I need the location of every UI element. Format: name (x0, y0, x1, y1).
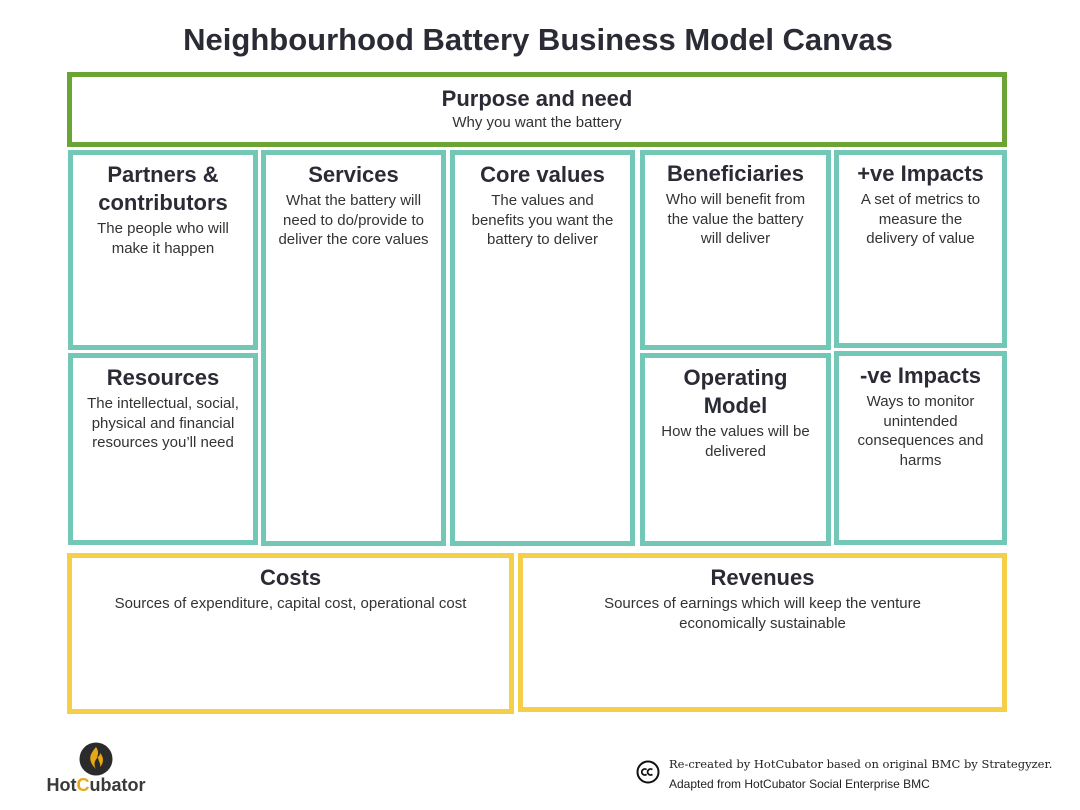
logo-wordmark: HotCubator (44, 775, 148, 796)
positive-impacts-block[interactable]: +ve Impacts A set of metrics to measure … (834, 150, 1007, 348)
beneficiaries-subtitle: Who will benefit from the value the batt… (665, 191, 806, 247)
negative-impacts-block[interactable]: -ve Impacts Ways to monitor unintended c… (834, 351, 1007, 545)
credit-line-2: Adapted from HotCubator Social Enterpris… (669, 777, 930, 791)
negative-impacts-heading: -ve Impacts (859, 363, 982, 388)
partners-heading-line2: contributors (98, 190, 228, 215)
canvas-title: Neighbourhood Battery Business Model Can… (183, 22, 893, 57)
hotcubator-logo: HotCubator (44, 742, 148, 796)
resources-subtitle: The intellectual, social, physical and f… (87, 395, 239, 451)
core-values-heading: Core values (480, 162, 605, 187)
operating-model-subtitle: How the values will be delivered (661, 423, 810, 460)
revenues-subtitle: Sources of earnings which will keep the … (604, 595, 921, 632)
negative-impacts-subtitle: Ways to monitor unintended consequences … (857, 393, 984, 469)
flame-icon (79, 742, 113, 776)
costs-block[interactable]: Costs Sources of expenditure, capital co… (67, 553, 514, 714)
creative-commons-icon (636, 760, 660, 784)
beneficiaries-heading: Beneficiaries (667, 161, 804, 186)
revenues-heading: Revenues (710, 565, 815, 590)
partners-heading: Partners & contributors (83, 161, 243, 217)
costs-heading: Costs (259, 565, 322, 590)
partners-heading-line1: Partners & (107, 162, 219, 187)
operating-model-heading: Operating Model (655, 364, 816, 420)
beneficiaries-block[interactable]: Beneficiaries Who will benefit from the … (640, 150, 831, 350)
purpose-subtitle: Why you want the battery (452, 114, 622, 131)
partners-subtitle: The people who will make it happen (97, 220, 229, 257)
resources-heading: Resources (106, 365, 220, 390)
purpose-heading: Purpose and need (441, 86, 633, 111)
core-values-subtitle: The values and benefits you want the bat… (471, 192, 614, 248)
positive-impacts-subtitle: A set of metrics to measure the delivery… (860, 191, 981, 247)
logo-text-part3: ubator (89, 775, 146, 795)
positive-impacts-heading: +ve Impacts (857, 161, 984, 186)
costs-subtitle: Sources of expenditure, capital cost, op… (114, 595, 467, 612)
services-block[interactable]: Services What the battery will need to d… (261, 150, 446, 546)
logo-text-part1: Hot (46, 775, 77, 795)
logo-text-part2: C (76, 775, 90, 795)
revenues-block[interactable]: Revenues Sources of earnings which will … (518, 553, 1007, 712)
services-heading: Services (308, 162, 399, 187)
resources-block[interactable]: Resources The intellectual, social, phys… (68, 353, 258, 545)
purpose-block[interactable]: Purpose and need Why you want the batter… (67, 72, 1007, 147)
credit-line-1: Re-created by HotCubator based on origin… (669, 757, 1053, 771)
operating-model-block[interactable]: Operating Model How the values will be d… (640, 353, 831, 546)
partners-block[interactable]: Partners & contributors The people who w… (68, 150, 258, 350)
operating-model-heading-line1: Operating (683, 365, 788, 390)
core-values-block[interactable]: Core values The values and benefits you … (450, 150, 635, 546)
services-subtitle: What the battery will need to do/provide… (278, 192, 429, 248)
operating-model-heading-line2: Model (703, 393, 768, 418)
